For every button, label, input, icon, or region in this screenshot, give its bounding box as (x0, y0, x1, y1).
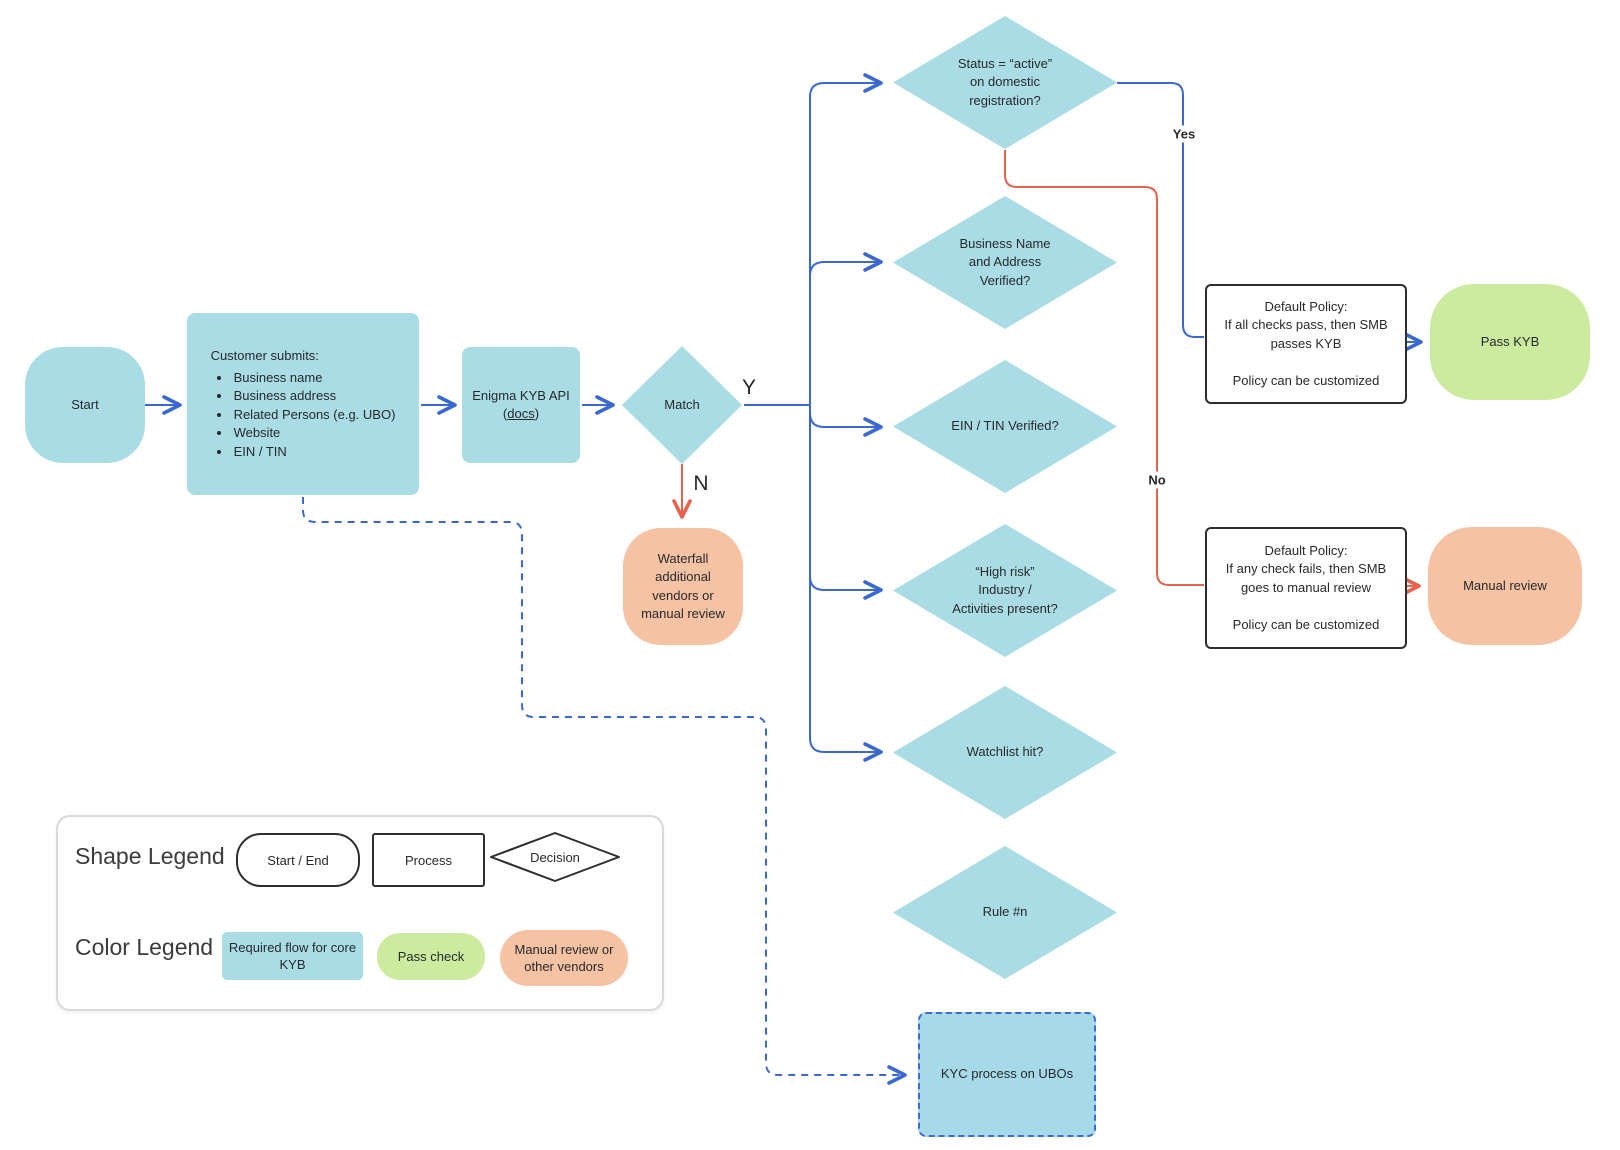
kyc-process-ubos-node: KYC process on UBOs (918, 1012, 1096, 1137)
match-decision: Match (622, 346, 742, 464)
legend-chip-manual-review: Manual review or other vendors (500, 930, 628, 986)
docs-link[interactable]: docs (507, 406, 535, 421)
customer-submits-list: Business name Business address Related P… (211, 369, 396, 462)
branch-to-high-risk (809, 575, 883, 600)
decision-rule-n-label: Rule #n (982, 904, 1028, 920)
start-node: Start (25, 347, 145, 463)
enigma-kyb-api-content: Enigma KYB API (docs) (472, 387, 570, 424)
branch-to-watchlist (809, 737, 883, 762)
default-policy-pass-label: Default Policy: If all checks pass, then… (1224, 298, 1388, 388)
legend-shape-process: Process (372, 833, 485, 887)
legend-start-end-label: Start / End (267, 852, 329, 868)
legend-decision-label: Decision (530, 849, 580, 865)
list-item: Website (232, 424, 396, 443)
waterfall-node: Waterfall additional vendors or manual r… (623, 528, 743, 645)
legend-shape-decision: Decision (488, 831, 622, 883)
decision-status-label: Status = “active” on domestic registrati… (957, 55, 1053, 108)
manual-review-label: Manual review (1463, 577, 1547, 593)
customer-submits-title: Customer submits: (210, 348, 319, 363)
paren: ( (502, 406, 508, 421)
decision-ein-tin-label: EIN / TIN Verified? (951, 418, 1059, 434)
list-item: EIN / TIN (232, 443, 396, 462)
branch-to-status (809, 73, 883, 98)
legend-chip-required-flow: Required flow for core KYB (222, 932, 363, 980)
default-policy-pass-node: Default Policy: If all checks pass, then… (1205, 284, 1407, 404)
legend-chip-pass-check-label: Pass check (397, 949, 465, 964)
legend-process-label: Process (405, 852, 452, 868)
kyc-process-ubos-label: KYC process on UBOs (940, 1066, 1074, 1082)
decision-name-address-label: Business Name and Address Verified? (959, 235, 1051, 288)
decision-ein-tin: EIN / TIN Verified? (893, 360, 1117, 493)
decision-status-active: Status = “active” on domestic registrati… (893, 16, 1117, 149)
decision-watchlist-label: Watchlist hit? (966, 744, 1044, 760)
no-edge-label: No (1143, 471, 1171, 489)
enigma-docs-line: (docs) (472, 405, 570, 424)
list-item: Related Persons (e.g. UBO) (232, 406, 396, 425)
decision-rule-n: Rule #n (893, 846, 1117, 979)
enigma-title: Enigma KYB API (472, 387, 570, 403)
shape-legend-title: Shape Legend (75, 843, 225, 869)
decision-watchlist: Watchlist hit? (893, 686, 1117, 819)
color-legend-title: Color Legend (75, 934, 214, 960)
pass-kyb-label: Pass KYB (1480, 333, 1540, 349)
start-label: Start (71, 396, 99, 412)
branch-to-name-address (809, 252, 883, 277)
legend-chip-pass-check: Pass check (377, 933, 485, 980)
decision-high-risk-label: “High risk” Industry / Activities presen… (952, 563, 1058, 616)
waterfall-label: Waterfall additional vendors or manual r… (641, 550, 725, 622)
decision-high-risk: “High risk” Industry / Activities presen… (893, 524, 1117, 657)
customer-submits-node: Customer submits: Business name Business… (187, 313, 419, 495)
manual-review-node: Manual review (1428, 527, 1582, 645)
legend-chip-required-flow-label: Required flow for core KYB (228, 940, 357, 972)
enigma-kyb-api-node: Enigma KYB API (docs) (462, 347, 580, 463)
match-no-label: N (693, 472, 709, 495)
decision-name-address: Business Name and Address Verified? (893, 196, 1117, 329)
pass-kyb-node: Pass KYB (1430, 284, 1590, 400)
paren: ) (534, 406, 540, 421)
default-policy-fail-label: Default Policy: If any check fails, then… (1225, 542, 1387, 632)
legend-chip-manual-review-label: Manual review or other vendors (514, 942, 614, 974)
list-item: Business address (232, 387, 396, 406)
legend-shape-start-end: Start / End (236, 833, 360, 887)
yes-edge-label: Yes (1167, 125, 1201, 143)
match-yes-label: Y (741, 376, 757, 399)
match-label: Match (664, 396, 700, 412)
edge-yes-to-policy-pass (1117, 82, 1204, 338)
customer-submits-content: Customer submits: Business name Business… (211, 347, 396, 461)
list-item: Business name (232, 369, 396, 388)
default-policy-fail-node: Default Policy: If any check fails, then… (1205, 527, 1407, 649)
branch-to-ein (809, 412, 883, 437)
